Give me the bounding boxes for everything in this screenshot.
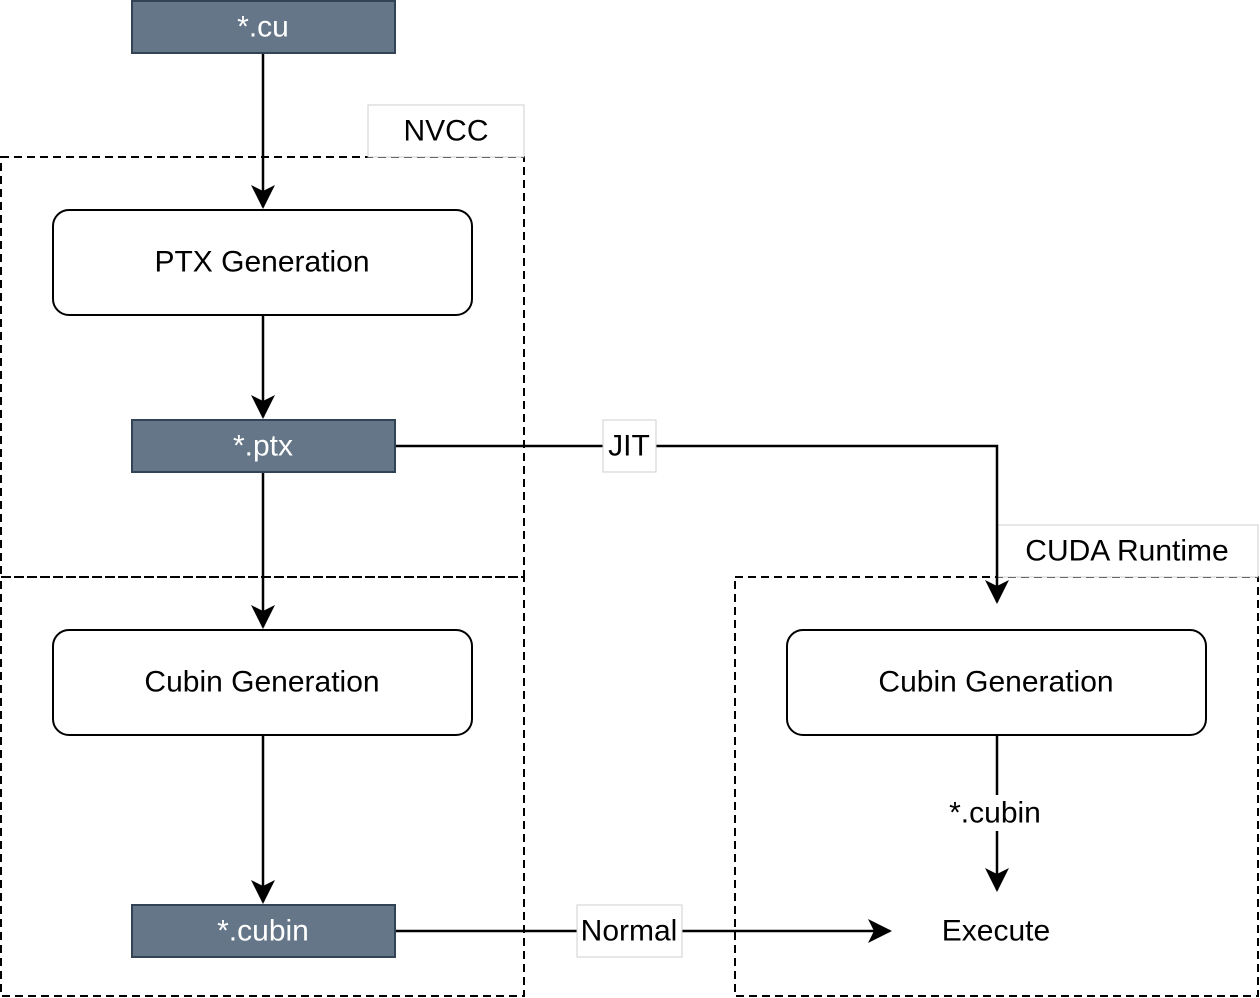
ptx-generation-node (52, 209, 473, 316)
cubin-output-label: *.cubin (949, 797, 1041, 830)
normal-label: Normal (581, 915, 678, 948)
cubin-output-label-bg (950, 795, 1040, 831)
cuda-runtime-label: CUDA Runtime (1025, 535, 1228, 568)
runtime-cubin-generation-label: Cubin Generation (878, 666, 1113, 699)
jit-label-box (602, 419, 657, 473)
normal-label-box (576, 904, 683, 958)
nvcc-cubin-generation-label: Cubin Generation (144, 666, 379, 699)
nvcc-label: NVCC (403, 115, 488, 148)
execute-label: Execute (942, 915, 1050, 948)
ptx-generation-label: PTX Generation (154, 246, 369, 279)
runtime-cubin-generation-node (786, 629, 1207, 736)
jit-label: JIT (608, 430, 650, 463)
edge-jit (395, 444, 1009, 604)
ptx-file-label: *.ptx (233, 430, 293, 463)
cu-file-node (131, 0, 396, 54)
nvcc-cubin-generation-node (52, 629, 473, 736)
ptx-file-node (131, 419, 396, 473)
cu-file-label: *.cu (237, 11, 289, 44)
cubin-file-node (131, 904, 396, 958)
cubin-file-label: *.cubin (217, 915, 309, 948)
nvcc-label-box (367, 104, 525, 158)
